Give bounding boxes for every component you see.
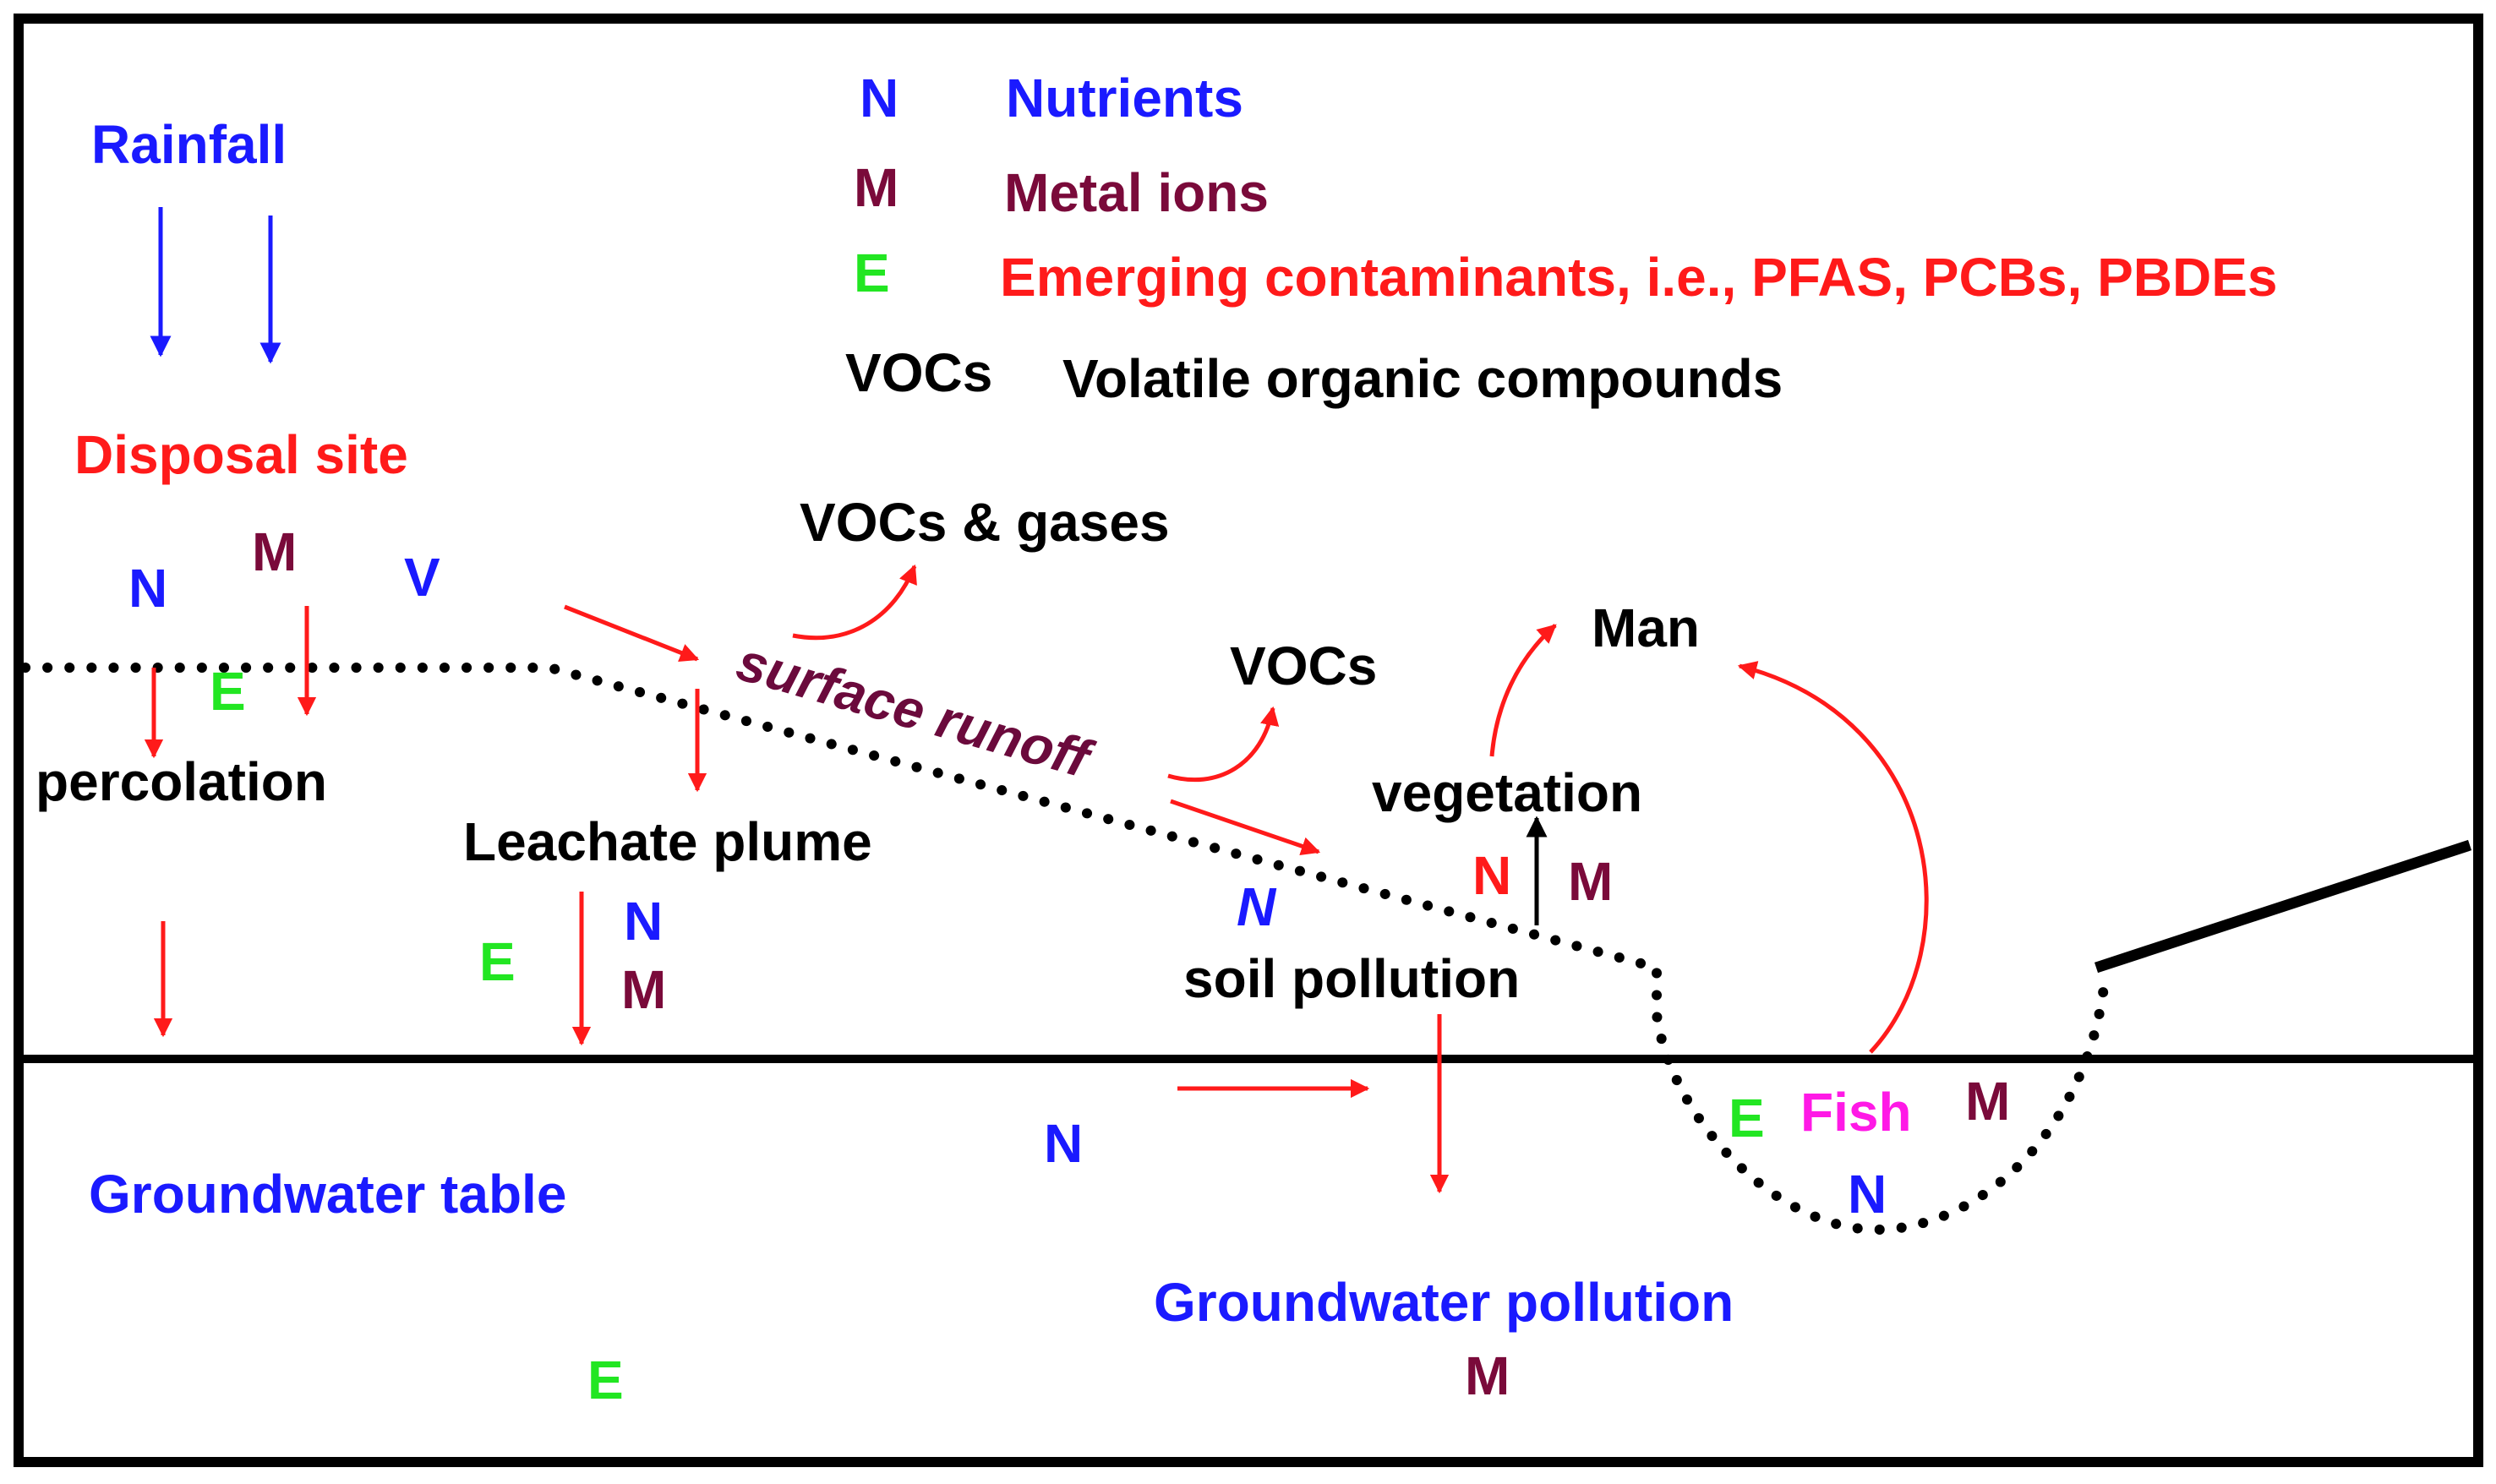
contaminant-markers: N M V E N M E N N M N E M E M N	[128, 521, 2010, 1410]
arrow-fish-to-man	[1737, 661, 1929, 1054]
arrow-runoff-to-soil	[1170, 799, 1321, 856]
marker-plume-n: N	[624, 891, 663, 952]
marker-gw-m: M	[1465, 1345, 1510, 1406]
legend-e-symbol: E	[854, 243, 890, 303]
label-leachate-plume: Leachate plume	[463, 811, 872, 872]
label-vocs-gases: VOCs & gases	[800, 492, 1170, 553]
legend-m-label: Metal ions	[1004, 162, 1269, 223]
label-rainfall: Rainfall	[91, 114, 287, 175]
label-soil-pollution: soil pollution	[1183, 948, 1520, 1009]
ground-surface-dotted	[20, 663, 2110, 1236]
marker-pond-e: E	[1729, 1088, 1765, 1148]
label-groundwater-pollution: Groundwater pollution	[1154, 1272, 1734, 1333]
marker-disposal-v: V	[404, 547, 440, 608]
legend-vocs-symbol: VOCs	[845, 342, 992, 403]
marker-runoff-n: N	[1237, 876, 1277, 937]
label-disposal-site: Disposal site	[74, 424, 408, 485]
marker-pond-m: M	[1965, 1071, 2010, 1132]
arrow-vocs-gases-curve	[792, 564, 917, 641]
marker-gw-n: N	[1044, 1113, 1083, 1174]
label-fish: Fish	[1800, 1082, 1912, 1143]
marker-veg-n: N	[1472, 845, 1511, 906]
diagram-frame	[14, 14, 2483, 1467]
label-man: Man	[1592, 597, 1700, 658]
label-vocs: VOCs	[1230, 636, 1377, 696]
legend-m-symbol: M	[854, 157, 898, 218]
marker-disposal-m: M	[252, 521, 297, 582]
legend-n-label: Nutrients	[1006, 68, 1243, 128]
legend-n-symbol: N	[860, 68, 898, 128]
marker-pond-n: N	[1848, 1164, 1887, 1225]
marker-plume-m: M	[621, 959, 666, 1020]
arrow-vocs-curve	[1167, 706, 1280, 783]
label-vegetation: vegetation	[1372, 762, 1642, 823]
legend: N Nutrients M Metal ions E Emerging cont…	[845, 68, 2277, 409]
legend-vocs-label: Volatile organic compounds	[1062, 348, 1783, 409]
marker-disposal-e: E	[210, 661, 246, 722]
arrow-to-surface-runoff	[564, 604, 700, 663]
marker-veg-m: M	[1568, 851, 1613, 912]
label-groundwater-table: Groundwater table	[89, 1164, 566, 1225]
marker-plume-e: E	[479, 931, 516, 992]
label-percolation: percolation	[36, 751, 327, 812]
arrow-vegetation-to-man	[1489, 624, 1557, 757]
marker-gw-e: E	[587, 1350, 624, 1410]
marker-disposal-n: N	[128, 558, 167, 619]
right-bank-line	[2094, 839, 2472, 974]
legend-e-label: Emerging contaminants, i.e., PFAS, PCBs,…	[1000, 247, 2277, 308]
